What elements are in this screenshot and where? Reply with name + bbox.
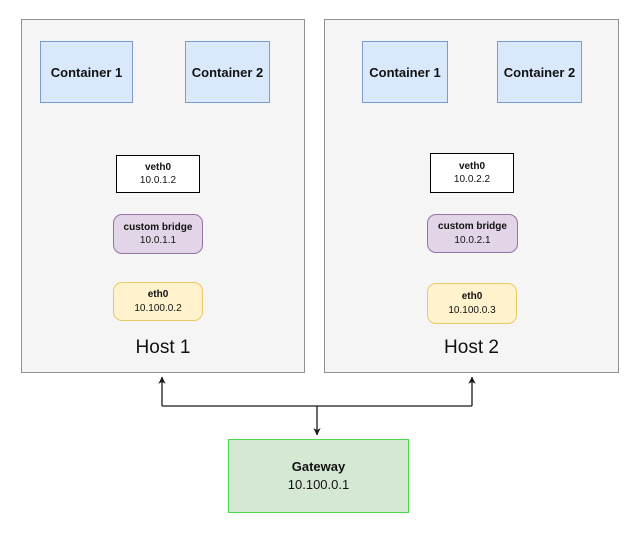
host2-eth0-node: eth0 10.100.0.3 [427,283,517,324]
node-ip: 10.0.1.2 [139,175,177,186]
node-title: custom bridge [438,221,507,232]
node-ip: 10.0.1.1 [139,235,177,246]
host1-container1-node: Container 1 [40,41,133,103]
node-title: custom bridge [123,221,193,233]
gateway-node: Gateway 10.100.0.1 [228,439,409,513]
host1-veth0-node: veth0 10.0.1.2 [116,155,200,193]
node-ip: 10.0.2.1 [454,234,491,246]
container-label: Container 1 [50,64,123,80]
node-title: eth0 [147,289,169,300]
node-title: eth0 [461,291,483,302]
gateway-label: Gateway [291,458,346,474]
host2-container1-node: Container 1 [362,41,448,103]
gateway-ip: 10.100.0.1 [287,477,350,492]
host-1-label: Host 1 [135,337,191,358]
host1-bridge-node: custom bridge 10.0.1.1 [113,214,203,254]
node-title: veth0 [458,160,486,172]
host2-container2-node: Container 2 [497,41,582,103]
node-ip: 10.0.2.2 [453,174,491,185]
host-2-label: Host 2 [444,337,499,358]
host1-container2-node: Container 2 [185,41,270,103]
node-ip: 10.100.0.3 [448,304,496,316]
host2-bridge-node: custom bridge 10.0.2.1 [427,214,518,253]
node-ip: 10.100.0.2 [134,302,182,314]
container-label: Container 2 [503,64,576,80]
container-label: Container 2 [191,64,264,80]
node-title: veth0 [144,161,172,173]
host1-eth0-node: eth0 10.100.0.2 [113,282,203,321]
host2-veth0-node: veth0 10.0.2.2 [430,153,514,193]
container-label: Container 1 [369,64,441,80]
